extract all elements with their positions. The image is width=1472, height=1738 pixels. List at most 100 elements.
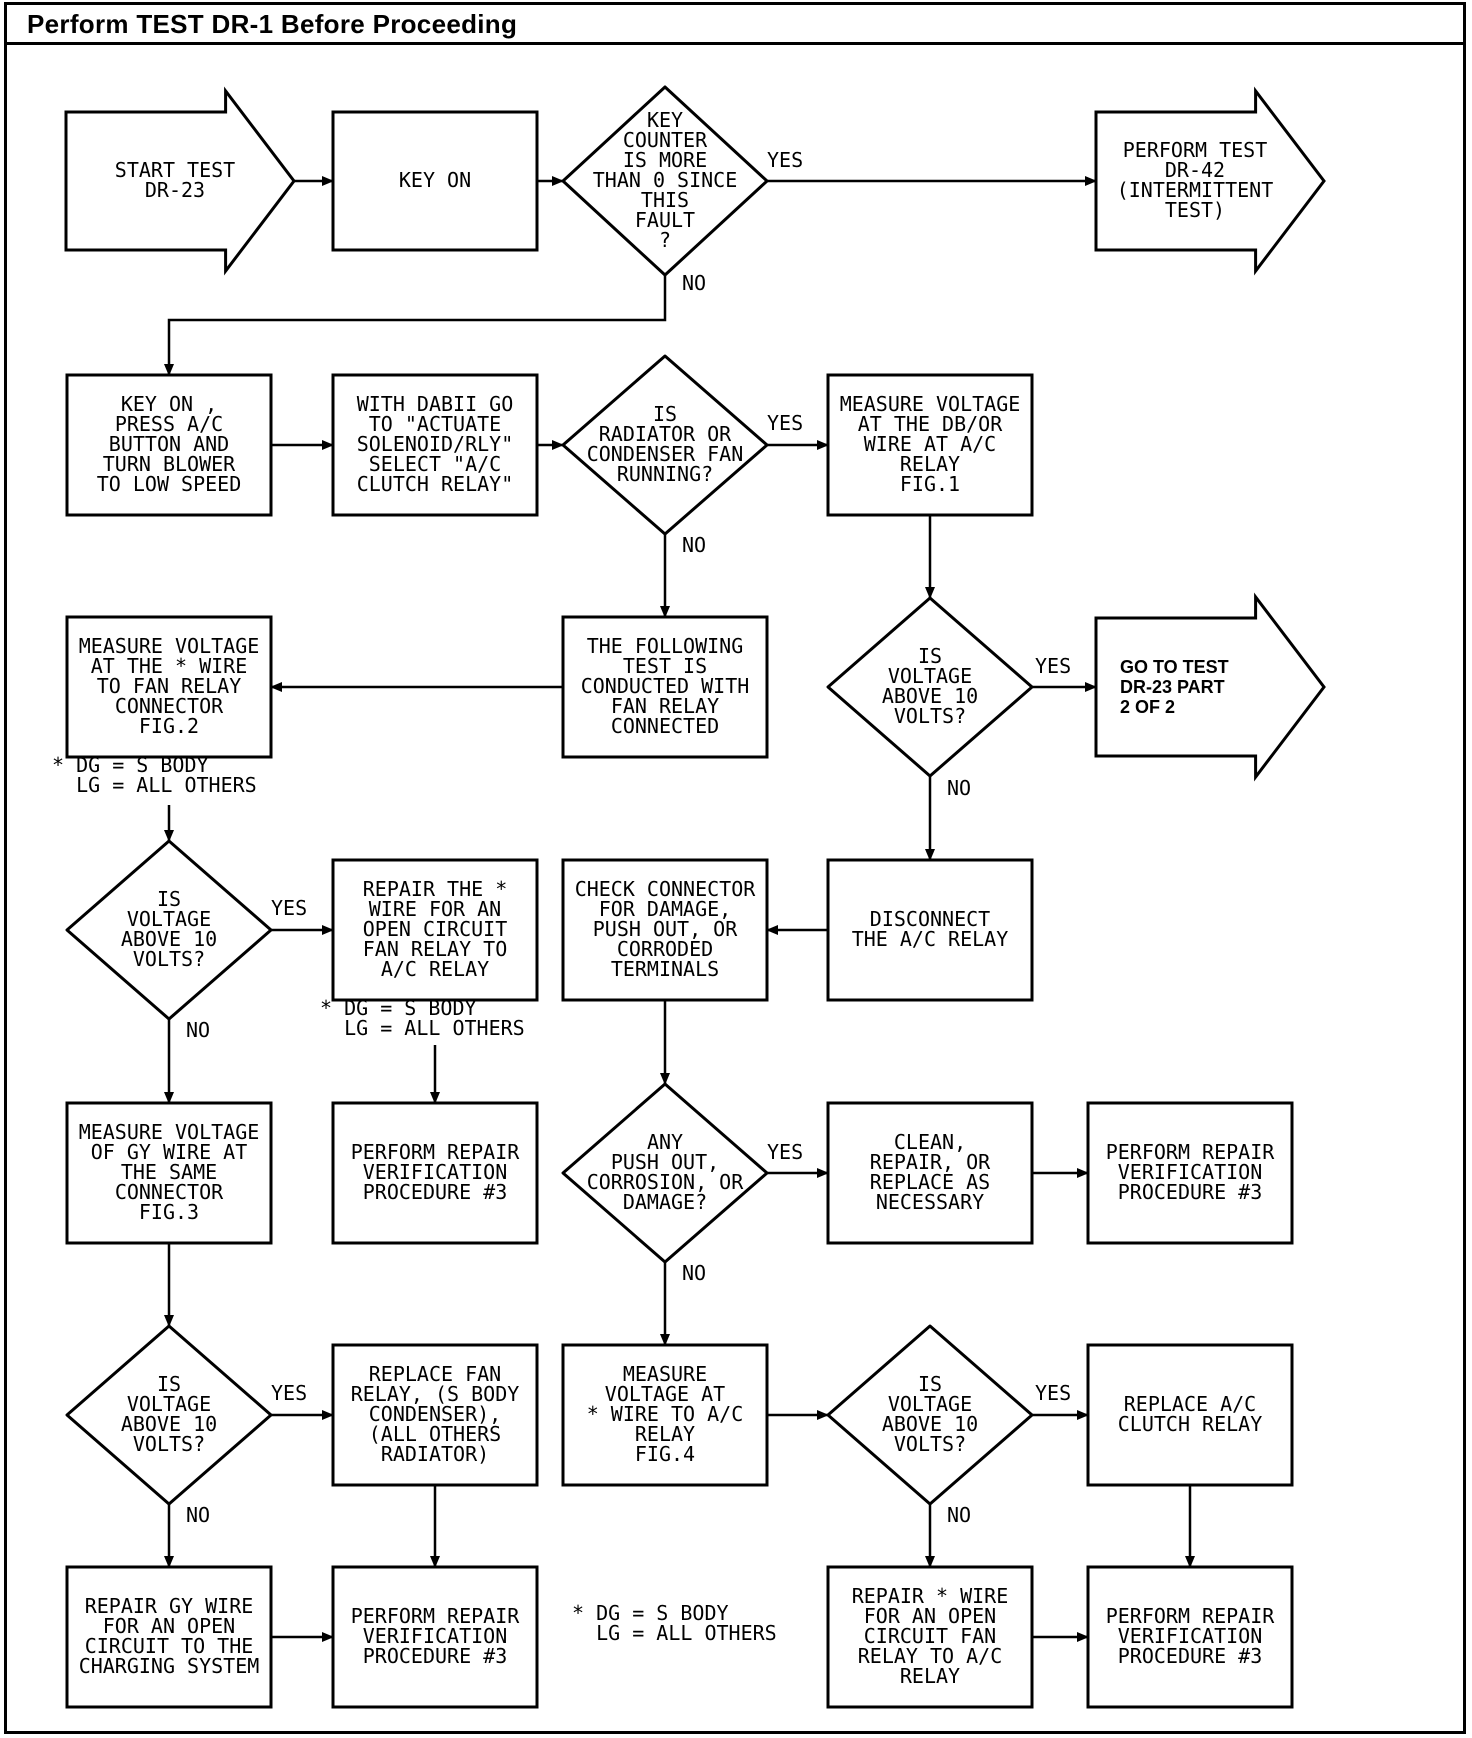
node-text-line: PUSH OUT, [611, 1150, 719, 1174]
node-text-line: CONDENSER), [369, 1402, 501, 1426]
node-text-line: REPAIR, OR [870, 1150, 991, 1174]
node-text-line: PROCEDURE #3 [363, 1180, 508, 1204]
process-box [1086, 1101, 1294, 1245]
node-text-line: FIG.4 [635, 1442, 695, 1466]
process-box [826, 373, 1034, 517]
node-text-line: FIG.1 [900, 472, 960, 496]
node-text-line: TEST) [1165, 198, 1225, 222]
node-text-line: RELAY [900, 1664, 960, 1688]
node-text-line: FAN RELAY TO [363, 937, 508, 961]
wire-color-note: * DG = S BODY LG = ALL OTHERS [572, 1601, 777, 1645]
node-text-line: ABOVE 10 [882, 684, 978, 708]
yes-label: YES [271, 896, 307, 920]
connector-arrow-shape [64, 86, 296, 276]
node-text-line: TERMINALS [611, 957, 719, 981]
node-text-line: FAULT [635, 208, 695, 232]
yes-label: YES [271, 1381, 307, 1405]
node-text-line: REPAIR THE * [363, 877, 508, 901]
node-text-line: VOLTS? [894, 1432, 966, 1456]
node-text-line: VOLTS? [133, 1432, 205, 1456]
connector-arrow-shape [1094, 86, 1326, 276]
node-text-line: WIRE FOR AN [369, 897, 501, 921]
node-text-line: TURN BLOWER [103, 452, 236, 476]
node-text-line: CONNECTOR [115, 694, 224, 718]
yes-label: YES [1035, 654, 1071, 678]
node-text-line: THAN 0 SINCE [593, 168, 738, 192]
node-text-line: THE A/C RELAY [852, 927, 1009, 951]
node-text-line: DR-23 PART [1120, 677, 1225, 697]
node-text-line: A/C RELAY [381, 957, 489, 981]
process-box [331, 1101, 539, 1245]
node-text-line: VOLTAGE [127, 1392, 211, 1416]
node-text-line: VOLTAGE AT [605, 1382, 725, 1406]
node-text-line: FOR DAMAGE, [599, 897, 731, 921]
node-text-line: PROCEDURE #3 [1118, 1180, 1263, 1204]
note-line: * DG = S BODY [572, 1601, 729, 1625]
node-text-line: * WIRE TO A/C [587, 1402, 744, 1426]
node-text-line: BUTTON AND [109, 432, 229, 456]
node-text-line: PROCEDURE #3 [363, 1644, 508, 1668]
node-text-line: AT THE * WIRE [91, 654, 248, 678]
node-text-line: ? [659, 228, 671, 252]
node-text-line: VERIFICATION [1118, 1160, 1263, 1184]
node-text-line: CLUTCH RELAY" [357, 472, 514, 496]
node-text-line: SOLENOID/RLY" [357, 432, 514, 456]
process-box [1086, 1343, 1294, 1487]
node-text-line: AT THE DB/OR [858, 412, 1003, 436]
process-box [331, 373, 539, 517]
node-text-line: THIS [641, 188, 689, 212]
header-bar: Perform TEST DR-1 Before Proceeding [7, 5, 1463, 45]
process-box [65, 615, 273, 759]
node-text-line: KEY [647, 108, 683, 132]
node-text-line: (ALL OTHERS [369, 1422, 501, 1446]
node-text-line: VERIFICATION [363, 1160, 508, 1184]
node-text-line: RELAY [635, 1422, 695, 1446]
node-text-line: REPLACE FAN [369, 1362, 501, 1386]
yes-label: YES [1035, 1381, 1071, 1405]
process-box [561, 1343, 769, 1487]
node-text-line: TO "ACTUATE [369, 412, 501, 436]
process-box [331, 1343, 539, 1487]
node-text-line: VOLTS? [133, 947, 205, 971]
node-text-line: PERFORM REPAIR [351, 1140, 521, 1164]
node-text-line: KEY ON [399, 168, 471, 192]
node-text-line: DISCONNECT [870, 907, 990, 931]
node-text-line: GO TO TEST [1120, 657, 1229, 677]
note-line: LG = ALL OTHERS [320, 1016, 525, 1040]
node-text-line: ABOVE 10 [121, 1412, 217, 1436]
node-text-line: PRESS A/C [115, 412, 223, 436]
node-text-line: TO LOW SPEED [97, 472, 242, 496]
no-label: NO [947, 1503, 971, 1527]
node-text-line: CONNECTOR [115, 1180, 224, 1204]
decision-diamond [826, 1324, 1034, 1506]
node-text-line: KEY ON , [121, 392, 217, 416]
node-text-line: REPLACE A/C [1124, 1392, 1256, 1416]
node-text-line: CLUTCH RELAY [1118, 1412, 1263, 1436]
decision-diamond [65, 839, 273, 1021]
node-text-line: RADIATOR OR [599, 422, 732, 446]
node-text-line: CIRCUIT TO THE [85, 1634, 254, 1658]
node-text-line: RELAY, (S BODY [351, 1382, 520, 1406]
node-text-line: DAMAGE? [623, 1190, 707, 1214]
node-text-line: VOLTAGE [888, 664, 972, 688]
node-text-line: CHECK CONNECTOR [575, 877, 757, 901]
process-box [1086, 1565, 1294, 1709]
decision-diamond [561, 85, 769, 277]
no-label: NO [186, 1503, 210, 1527]
node-text-line: THE FOLLOWING [587, 634, 744, 658]
connector-arrow-shape [1094, 592, 1326, 782]
